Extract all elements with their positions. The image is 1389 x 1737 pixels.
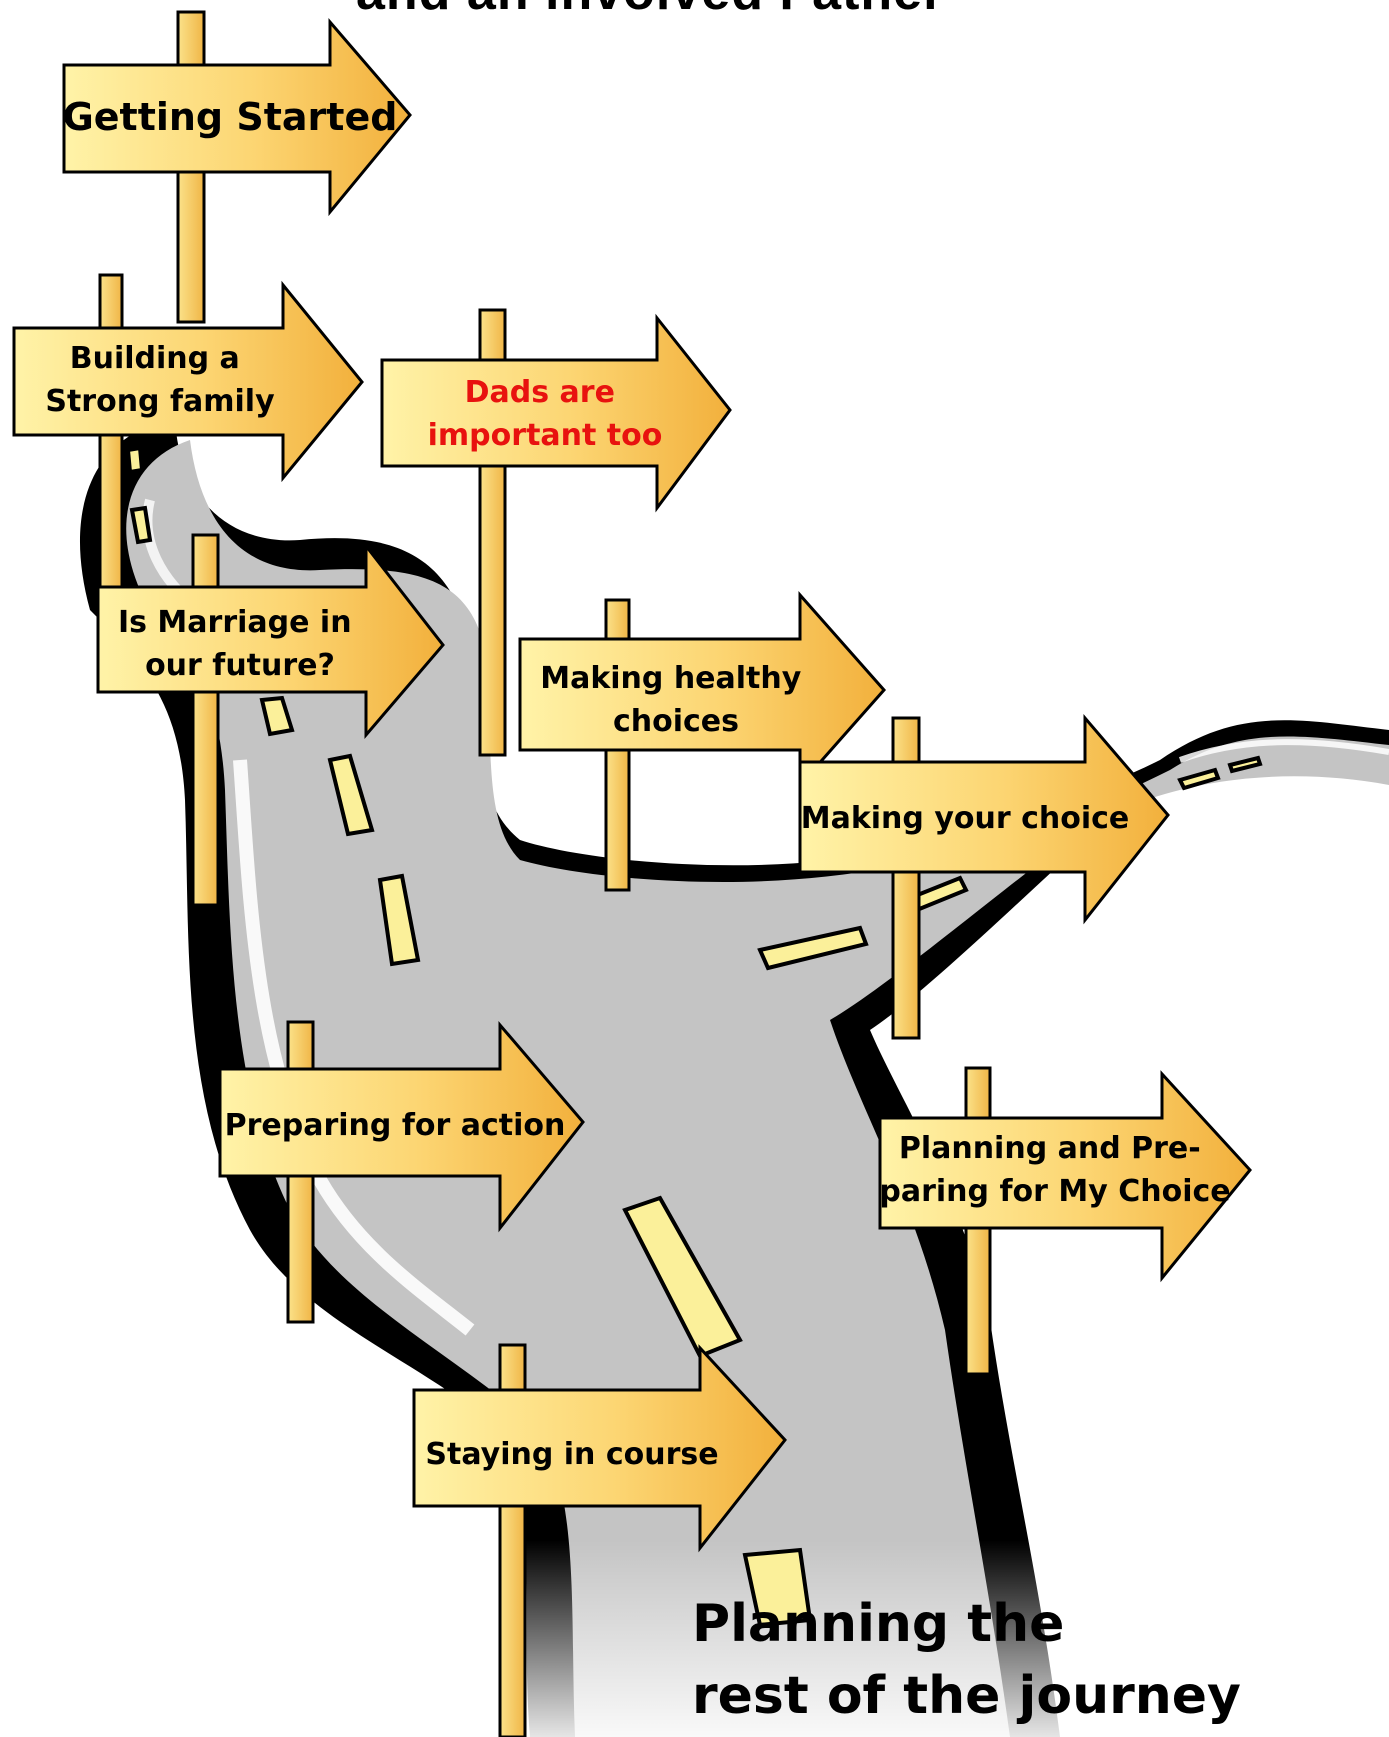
sign-planning-choice <box>878 1070 1252 1283</box>
label-staying-course: Staying in course <box>425 1437 718 1472</box>
label-dads-important: Dads are important too <box>428 375 663 453</box>
sign-building-family <box>12 280 364 483</box>
bottom-caption: Planning the rest of the journey <box>692 1588 1241 1732</box>
label-line: Getting Started <box>63 95 398 139</box>
caption-line-2: rest of the journey <box>692 1666 1241 1726</box>
sign-labels: Getting Started Building a Strong family… <box>45 95 1230 1472</box>
signs <box>12 17 1252 1553</box>
label-building-family: Building a Strong family <box>45 341 275 419</box>
sign-healthy-choices <box>518 591 887 789</box>
caption-line-1: Planning the <box>692 1594 1065 1654</box>
label-line: Making healthy <box>540 661 802 696</box>
label-marriage-future: Is Marriage in our future? <box>118 605 362 683</box>
label-line: Making your choice <box>801 801 1130 836</box>
label-planning-choice: Planning and Pre- paring for My Choice <box>879 1131 1230 1209</box>
label-line: choices <box>613 704 739 739</box>
label-healthy-choices: Making healthy choices <box>540 661 812 739</box>
label-line: Building a <box>70 341 240 376</box>
label-line: Dads are <box>465 375 615 410</box>
sign-preparing-action <box>218 1020 585 1233</box>
sign-marriage-future <box>96 541 445 740</box>
label-line: Is Marriage in <box>118 605 352 640</box>
sign-getting-started <box>62 17 412 217</box>
label-line: Preparing for action <box>225 1108 566 1143</box>
label-line: paring for My Choice <box>879 1174 1230 1209</box>
sign-staying-course <box>412 1344 787 1553</box>
title-text: and an involved Father <box>356 0 944 22</box>
label-line: Strong family <box>45 384 275 419</box>
label-line: Planning and Pre- <box>899 1131 1201 1166</box>
title-partial: and an involved Father <box>0 0 1389 32</box>
sign-dads-important <box>380 313 732 513</box>
label-line: important too <box>428 418 663 453</box>
label-preparing-action: Preparing for action <box>225 1108 566 1143</box>
label-your-choice: Making your choice <box>801 801 1130 836</box>
sign-your-choice <box>798 713 1170 925</box>
label-line: Staying in course <box>425 1437 718 1472</box>
label-getting-started: Getting Started <box>63 95 398 139</box>
lane-stripes <box>125 445 1263 1628</box>
label-line: our future? <box>145 648 335 683</box>
road <box>79 420 1389 1737</box>
